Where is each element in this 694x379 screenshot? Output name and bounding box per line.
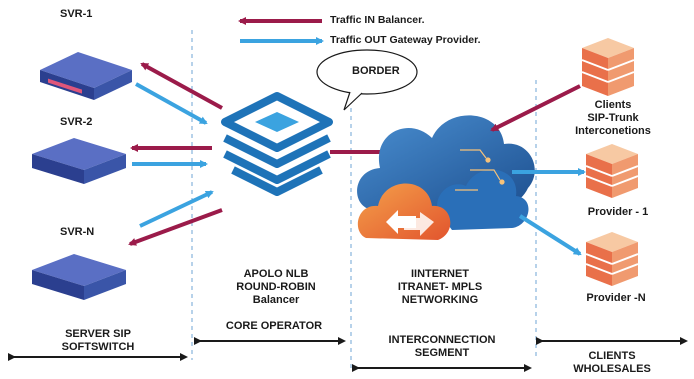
- cloud-label-line3: NETWORKING: [401, 294, 479, 306]
- server-icon: [32, 138, 126, 184]
- legend-out-label: Traffic OUT Gateway Provider.: [330, 34, 481, 46]
- border-bubble: [316, 49, 418, 111]
- legend-in-label: Traffic IN Balancer.: [330, 14, 425, 26]
- stack-icon: [585, 144, 639, 198]
- stacked-layers-icon: [221, 92, 333, 196]
- traffic-in-arrow: [140, 62, 223, 110]
- segment-dividers: [191, 30, 537, 372]
- traffic-out-arrow: [135, 82, 208, 125]
- server-label-1: SVR-1: [60, 8, 93, 20]
- provider-n-label: Provider -N: [586, 292, 646, 304]
- server-segment-line2: SOFTSWITCH: [61, 341, 135, 353]
- client-label-line1: Clients: [594, 99, 632, 111]
- server-label-n: SVR-N: [60, 226, 95, 238]
- cloud-label-line2: ITRANET- MPLS: [397, 281, 483, 293]
- server-label-2: SVR-2: [60, 116, 93, 128]
- clients-segment-line2: WHOLESALES: [573, 363, 651, 375]
- interconnection-label-line2: SEGMENT: [414, 347, 470, 359]
- border-label: BORDER: [352, 65, 400, 77]
- server-segment-line1: SERVER SIP: [65, 328, 131, 340]
- server-icon: [32, 254, 126, 300]
- balancer-label-line1: APOLO NLB: [243, 268, 309, 280]
- server-icon: [40, 52, 132, 100]
- clients-segment-line1: CLIENTS: [588, 350, 636, 362]
- cloud-network-icon: [357, 115, 535, 240]
- core-segment-label: CORE OPERATOR: [225, 320, 323, 332]
- stack-icon: [585, 232, 639, 286]
- balancer-label-line3: Balancer: [252, 294, 300, 306]
- client-label-line2: SIP-Trunk: [587, 112, 639, 124]
- interconnection-label-line1: INTERCONNECTION: [388, 334, 496, 346]
- segment-spans: [8, 337, 688, 372]
- provider-1-label: Provider - 1: [587, 206, 649, 218]
- traffic-in-arrow: [128, 208, 223, 246]
- client-label-line3: Interconetions: [575, 125, 651, 137]
- traffic-in-arrow: [490, 84, 581, 132]
- cloud-label-line1: IINTERNET: [410, 268, 470, 280]
- traffic-out-arrow: [139, 190, 214, 228]
- balancer-label-line2: ROUND-ROBIN: [236, 281, 316, 293]
- stack-icon: [581, 38, 635, 96]
- traffic-out-arrow: [518, 214, 582, 256]
